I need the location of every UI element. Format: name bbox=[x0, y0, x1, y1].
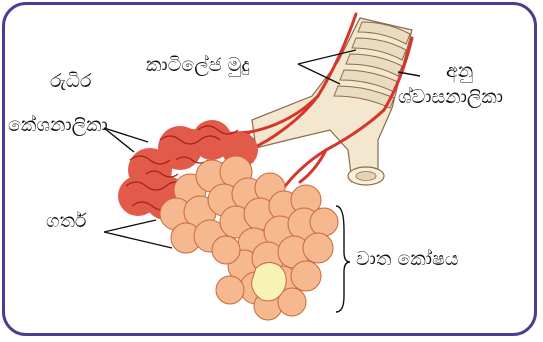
label-bronchiole-line-2: ශ්වාසනාලිකා bbox=[398, 88, 503, 108]
label-capillaries-line-2: කේශනාලිකා bbox=[8, 116, 108, 136]
alveoli-cluster bbox=[160, 156, 338, 320]
label-air-sac: වාත කෝෂය bbox=[356, 250, 459, 270]
label-bronchiole-line-1: අනු bbox=[446, 62, 473, 82]
label-alveoli: ගර්ත bbox=[46, 212, 87, 232]
label-cartilage-rings: කාටිලේජ මුදු bbox=[146, 56, 250, 76]
label-capillaries-line-1: රුධිර bbox=[50, 72, 91, 92]
